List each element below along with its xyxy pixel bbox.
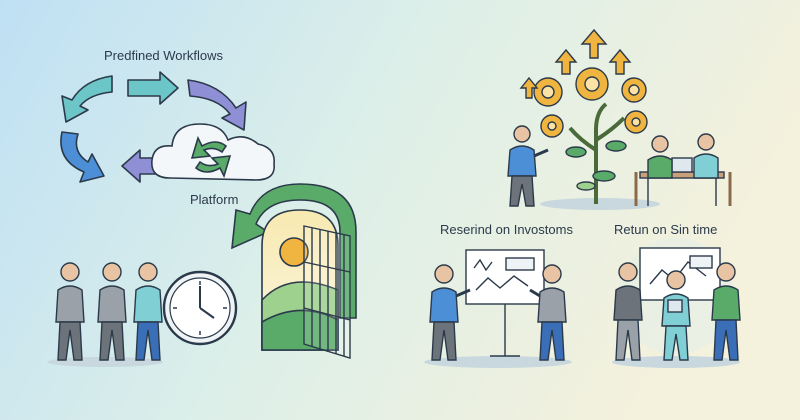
person-presenter-tree: [507, 125, 549, 207]
people-group-left: [47, 262, 163, 367]
people-at-desk: [634, 133, 732, 206]
arrow-up-icon: [519, 28, 632, 99]
return-label: Retun on Sin time: [614, 222, 718, 237]
platform-label: Platform: [190, 192, 239, 207]
people-research: [429, 264, 567, 361]
gear-icon: [533, 67, 648, 138]
people-return: [613, 262, 741, 361]
whiteboard-icon: [424, 249, 572, 368]
research-label: Reserind on Invostoms: [440, 222, 573, 237]
workflows-label: Predfined Workflows: [104, 48, 223, 63]
growth-tree-icon: [540, 102, 660, 210]
cloud-icon: [151, 123, 275, 181]
clock-icon: [162, 270, 238, 346]
gate-icon: [231, 183, 357, 359]
